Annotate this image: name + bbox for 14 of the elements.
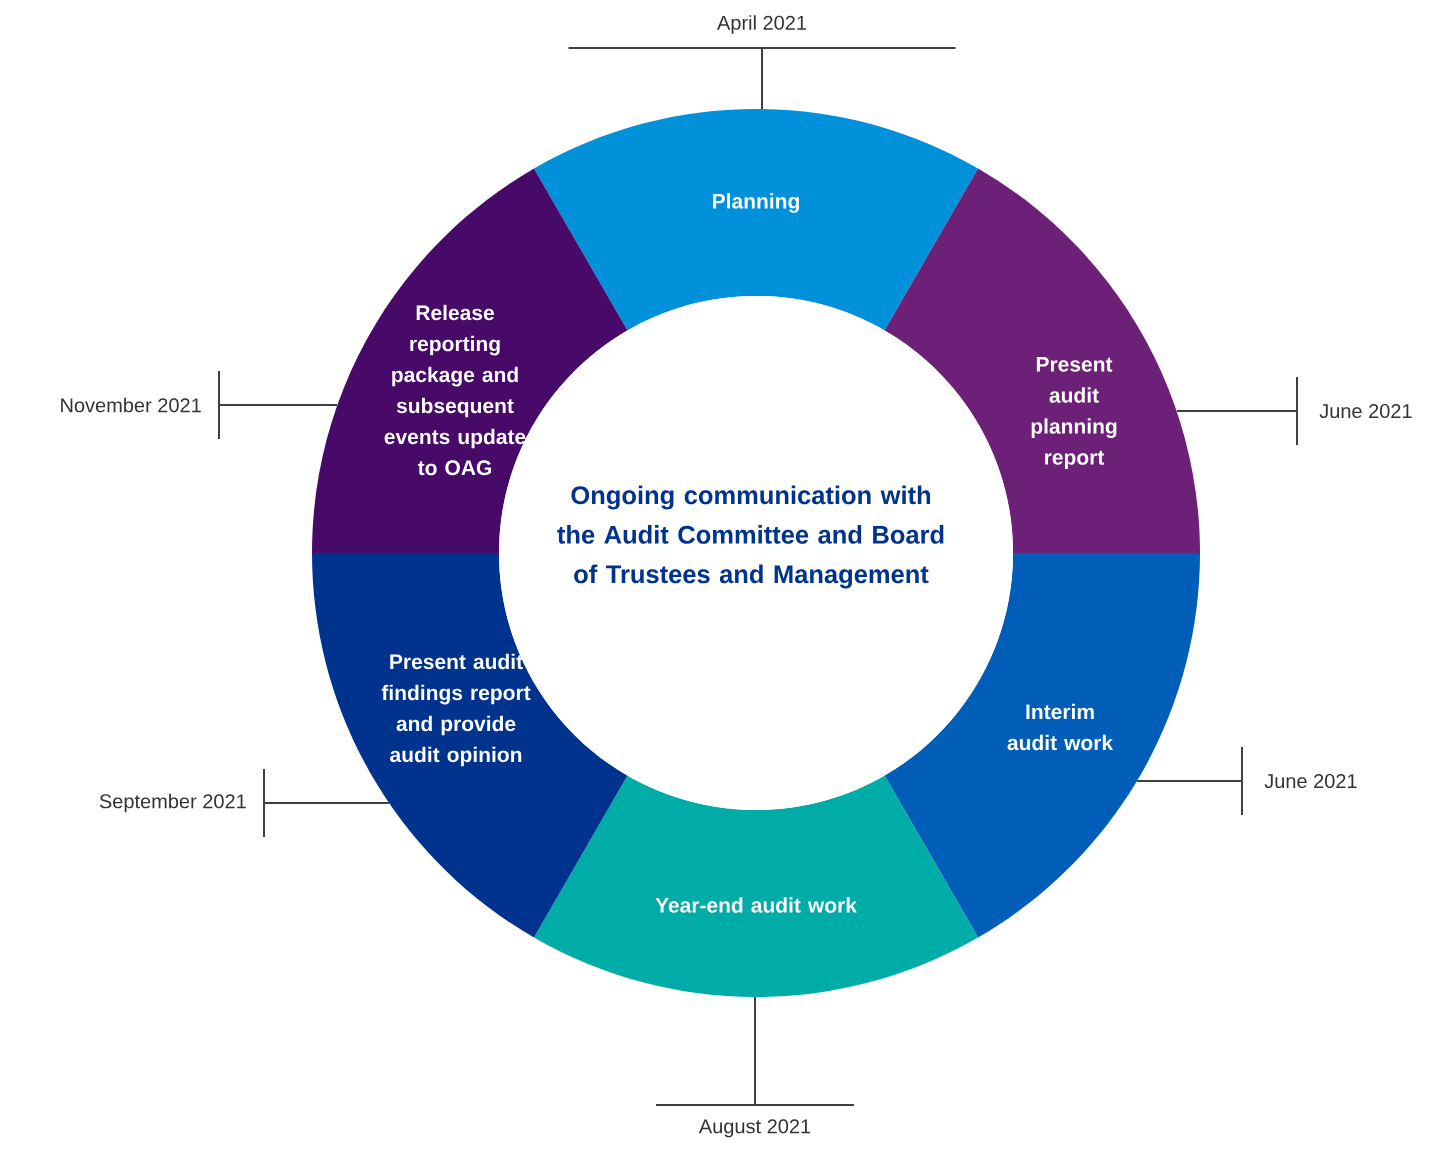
date-label: April 2021 — [717, 15, 807, 34]
leader-line — [655, 996, 855, 1106]
leader-line — [263, 768, 390, 838]
leader-line — [567, 47, 957, 110]
date-label: June 2021 — [1319, 403, 1412, 419]
leader-line — [218, 370, 338, 440]
leader-line — [1176, 376, 1298, 446]
date-label: September 2021 — [99, 793, 246, 813]
date-label: June 2021 — [1264, 773, 1357, 789]
ring-segment: Year-end audit work — [534, 775, 978, 997]
date-label: August 2021 — [698, 1119, 811, 1138]
date-label: November 2021 — [61, 397, 201, 413]
ring-segment: Planning — [534, 109, 978, 331]
leader-line — [1136, 746, 1243, 816]
